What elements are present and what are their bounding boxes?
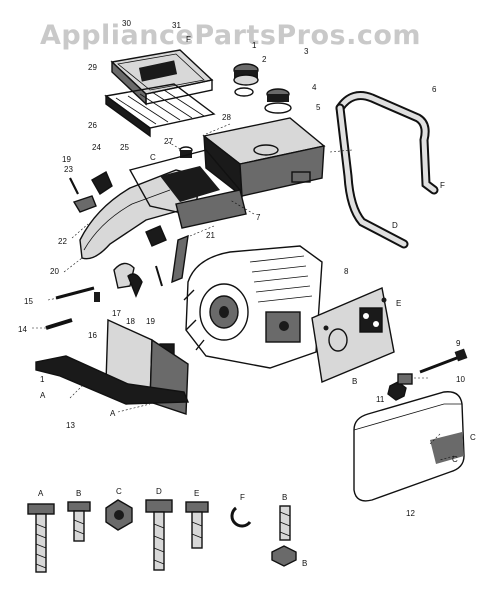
callout-letter-c-right-1: C bbox=[470, 433, 476, 442]
watermark-text: AppliancePartsPros.com bbox=[40, 20, 421, 51]
hardware-label-b3: B bbox=[302, 559, 307, 568]
callout-18: 18 bbox=[126, 317, 135, 326]
callout-letter-c-top: C bbox=[150, 153, 156, 162]
hardware-label-d: D bbox=[156, 487, 162, 496]
callout-31: 31 bbox=[172, 21, 181, 30]
callout-2: 2 bbox=[262, 55, 267, 64]
nut-c bbox=[105, 499, 133, 531]
callout-letter-a-left: A bbox=[40, 391, 46, 400]
side-mount-plate bbox=[311, 287, 395, 383]
callout-13: 13 bbox=[66, 421, 75, 430]
bolt-b bbox=[67, 501, 91, 542]
hardware-label-f: F bbox=[240, 493, 245, 502]
throttle-trigger bbox=[69, 171, 113, 213]
callout-7: 7 bbox=[256, 213, 261, 222]
callout-24: 24 bbox=[92, 143, 101, 152]
callout-19a: 19 bbox=[62, 155, 71, 164]
bottom-guard-plate bbox=[35, 286, 190, 415]
cap-gasket bbox=[234, 87, 254, 97]
callout-15: 15 bbox=[24, 297, 33, 306]
callout-letter-f-top: F bbox=[186, 35, 191, 44]
callout-23: 23 bbox=[64, 165, 73, 174]
fuel-cap bbox=[233, 63, 259, 86]
leader-lines bbox=[32, 123, 455, 461]
stud-b bbox=[271, 505, 297, 567]
callout-5: 5 bbox=[316, 103, 321, 112]
callout-17: 17 bbox=[112, 309, 121, 318]
callout-10: 10 bbox=[456, 375, 465, 384]
callout-3: 3 bbox=[304, 47, 309, 56]
callout-27: 27 bbox=[164, 137, 173, 146]
bolt-a bbox=[27, 503, 55, 573]
bolt-e bbox=[185, 501, 209, 549]
callout-letter-f-right: F bbox=[440, 181, 445, 190]
callout-6: 6 bbox=[432, 85, 437, 94]
hardware-label-b2: B bbox=[282, 493, 287, 502]
callout-25: 25 bbox=[120, 143, 129, 152]
callout-21: 21 bbox=[206, 231, 215, 240]
hardware-label-a: A bbox=[38, 489, 44, 498]
callout-14: 14 bbox=[18, 325, 27, 334]
callout-b-plate: B bbox=[352, 377, 357, 386]
callout-19b: 19 bbox=[146, 317, 155, 326]
trigger-parts bbox=[94, 225, 189, 302]
callout-30: 30 bbox=[122, 19, 131, 28]
nut-and-bolt bbox=[387, 348, 468, 401]
clip-f bbox=[230, 506, 252, 528]
engine-assembly bbox=[159, 245, 323, 369]
callout-1b: 1 bbox=[40, 375, 45, 384]
callout-12: 12 bbox=[406, 509, 415, 518]
callout-22: 22 bbox=[58, 237, 67, 246]
callout-11: 11 bbox=[376, 395, 385, 404]
callout-letter-d: D bbox=[392, 221, 398, 230]
rear-handle-frame bbox=[79, 149, 247, 260]
oil-cap bbox=[264, 88, 292, 114]
callout-8: 8 bbox=[344, 267, 349, 276]
bolt-d bbox=[145, 499, 173, 571]
callout-labels: 30 29 31 F 1 2 3 4 5 6 F D 7 28 26 27 C … bbox=[18, 19, 476, 518]
hardware-legend: A B C D E F B B bbox=[38, 487, 307, 568]
callout-20: 20 bbox=[50, 267, 59, 276]
air-filter-screen bbox=[104, 83, 216, 138]
callout-26: 26 bbox=[88, 121, 97, 130]
callout-1: 1 bbox=[252, 41, 257, 50]
callout-4: 4 bbox=[312, 83, 317, 92]
callout-28: 28 bbox=[222, 113, 231, 122]
hardware-label-e: E bbox=[194, 489, 199, 498]
side-cover bbox=[353, 391, 465, 502]
air-filter-cover bbox=[110, 49, 214, 106]
callout-16: 16 bbox=[88, 331, 97, 340]
callout-9: 9 bbox=[456, 339, 461, 348]
handle-bar bbox=[329, 91, 439, 249]
callout-29: 29 bbox=[88, 63, 97, 72]
callout-letter-c-right-2: C bbox=[452, 455, 458, 464]
callout-letter-e: E bbox=[396, 299, 401, 308]
hardware-label-c: C bbox=[116, 487, 122, 496]
hardware-label-b: B bbox=[76, 489, 81, 498]
callout-letter-a-mid: A bbox=[110, 409, 116, 418]
